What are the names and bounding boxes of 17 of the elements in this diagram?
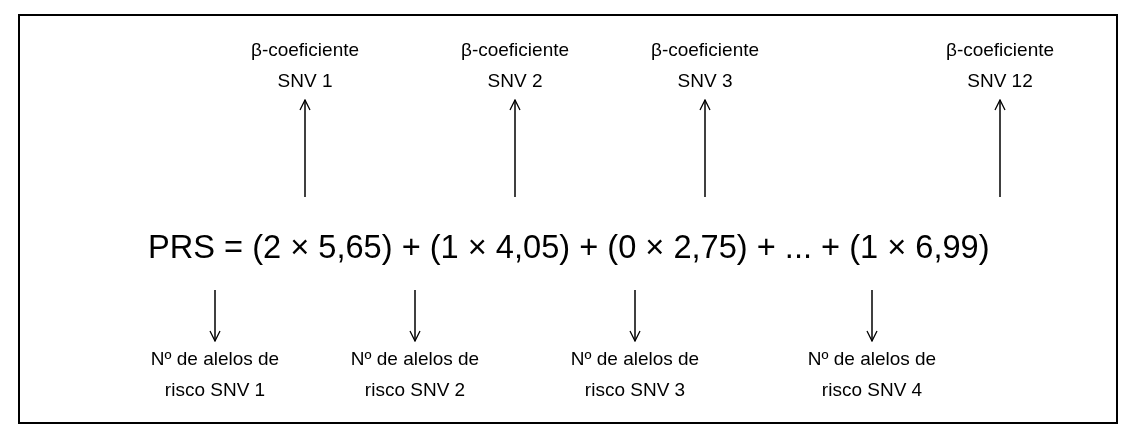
annotation-text: β-coeficiente SNV 1: [235, 34, 375, 96]
annotation-text: β-coeficiente SNV 12: [925, 34, 1075, 96]
arrow: [699, 99, 711, 198]
annotation-text: Nº de alelos de risco SNV 1: [140, 343, 290, 405]
arrow: [629, 289, 641, 342]
annotation-text: Nº de alelos de risco SNV 4: [797, 343, 947, 405]
annotation-text: β-coeficiente SNV 2: [445, 34, 585, 96]
annotation-text: β-coeficiente SNV 3: [635, 34, 775, 96]
annotation-text: Nº de alelos de risco SNV 3: [560, 343, 710, 405]
formula-text: PRS = (2 × 5,65) + (1 × 4,05) + (0 × 2,75) + ... + (1 × 6,99): [148, 228, 990, 266]
arrow: [866, 289, 878, 342]
annotation-text: Nº de alelos de risco SNV 2: [340, 343, 490, 405]
arrow: [209, 289, 221, 342]
arrow: [509, 99, 521, 198]
arrow: [299, 99, 311, 198]
arrow: [994, 99, 1006, 198]
arrow: [409, 289, 421, 342]
